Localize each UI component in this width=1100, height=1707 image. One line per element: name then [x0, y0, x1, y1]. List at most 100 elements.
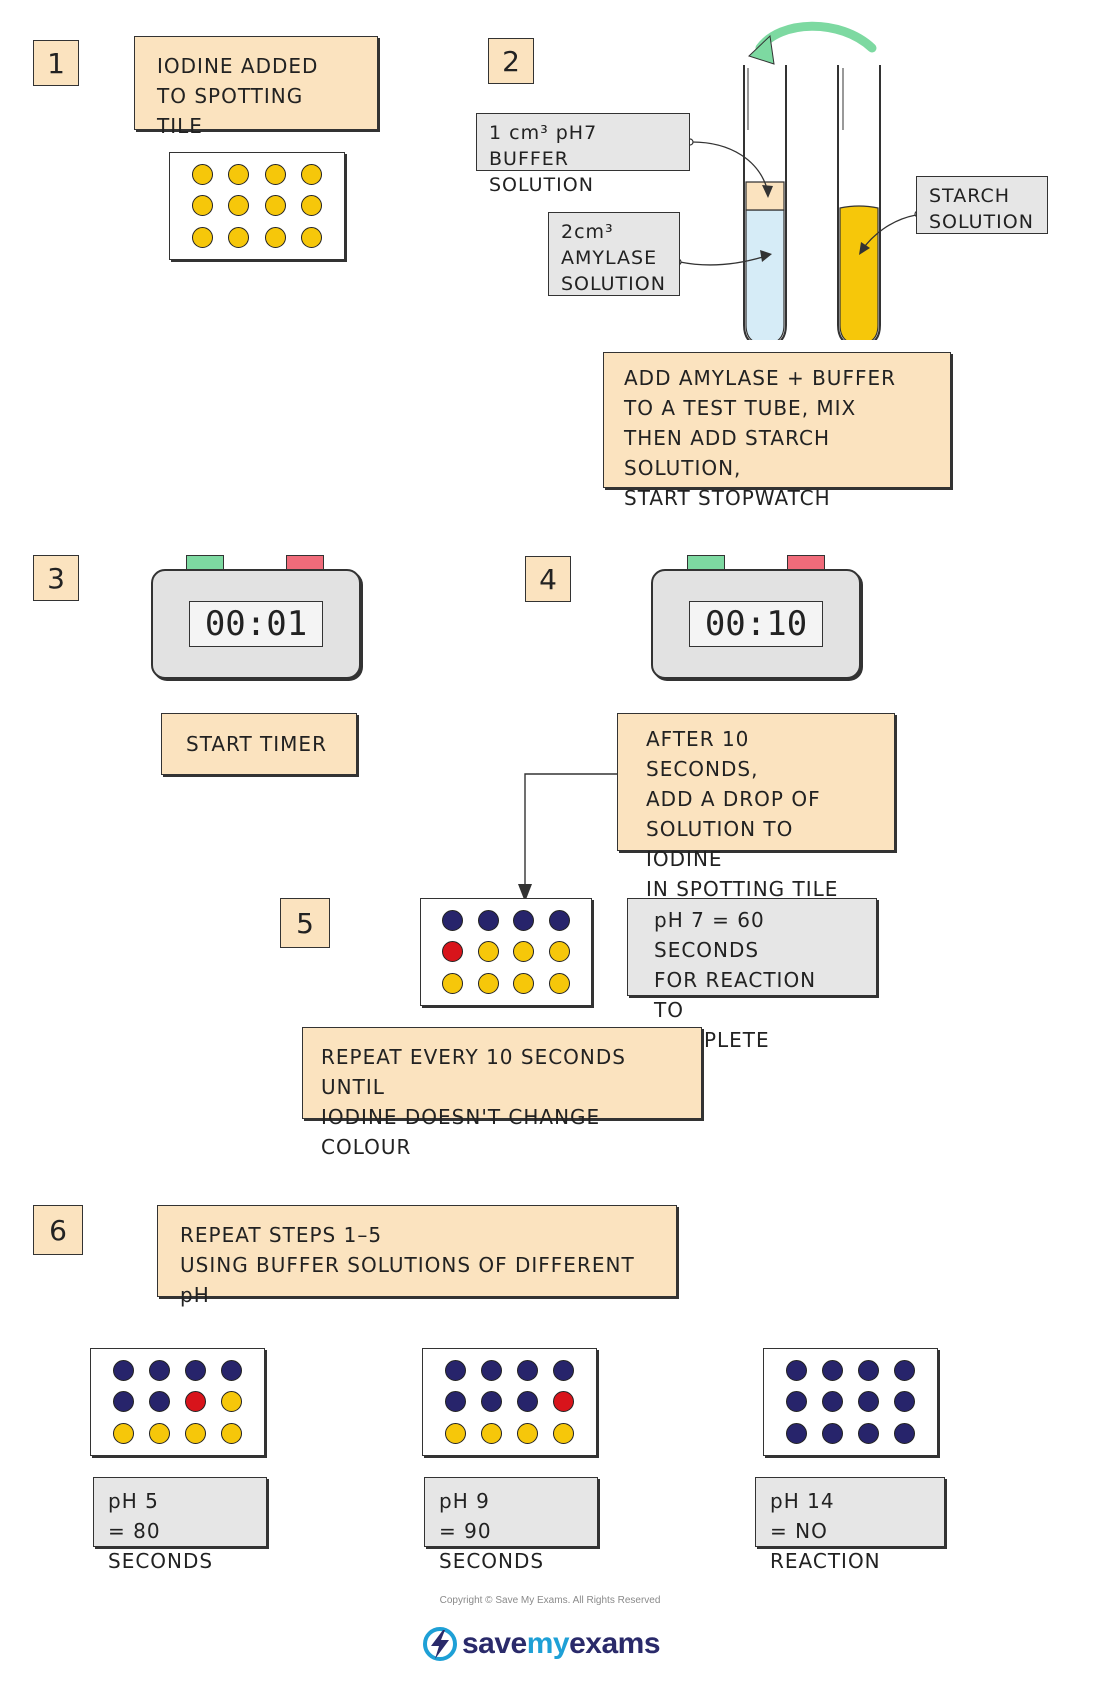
step-2-note: ADD AMYLASE + BUFFER TO A TEST TUBE, MIX… — [603, 352, 951, 510]
step-5-repeat-note: REPEAT EVERY 10 SECONDS UNTIL IODINE DOE… — [302, 1027, 702, 1159]
iodine-yellow-dot — [517, 1422, 539, 1444]
drop-arrow — [518, 773, 617, 902]
step-5-number: 5 — [280, 898, 330, 948]
lightning-bolt-icon — [423, 1627, 457, 1661]
step-3-number: 3 — [33, 555, 79, 601]
iodine-yellow-dot — [477, 972, 499, 994]
iodine-yellow-dot — [477, 941, 499, 963]
iodine-yellow-dot — [264, 195, 286, 217]
stopwatch-display: 00:10 — [689, 601, 823, 647]
starch-solution-label: STARCH SOLUTION — [916, 176, 1048, 234]
amylase-solution-label: 2cm³ AMYLASE SOLUTION — [548, 212, 680, 296]
iodine-yellow-dot — [442, 972, 464, 994]
step-6-number: 6 — [33, 1205, 83, 1255]
blue-black-dot — [858, 1391, 880, 1413]
blue-black-dot — [221, 1360, 243, 1382]
brand-word-my: my — [526, 1627, 570, 1660]
step-1-number: 1 — [33, 40, 79, 86]
ph5-result-label: pH 5 = 80 SECONDS — [93, 1477, 267, 1573]
ph9-result-label: pH 9 = 90 SECONDS — [424, 1477, 598, 1573]
stopwatch-step-3: 00:01 — [151, 569, 361, 679]
blue-black-dot — [517, 1360, 539, 1382]
blue-black-dot — [785, 1422, 807, 1444]
pour-arrow-head-icon — [748, 34, 775, 65]
blue-black-dot — [148, 1391, 170, 1413]
blue-black-dot — [821, 1422, 843, 1444]
stopwatch-display: 00:01 — [189, 601, 323, 647]
spotting-tile-ph14 — [763, 1348, 938, 1456]
blue-black-dot — [821, 1360, 843, 1382]
iodine-yellow-dot — [185, 1422, 207, 1444]
blue-black-dot — [858, 1360, 880, 1382]
blue-black-dot — [148, 1360, 170, 1382]
iodine-yellow-dot — [191, 226, 213, 248]
starch-liquid — [839, 205, 879, 340]
blue-black-dot — [444, 1360, 466, 1382]
iodine-yellow-dot — [191, 195, 213, 217]
blue-black-dot — [894, 1422, 916, 1444]
spotting-tile-step-5 — [420, 898, 592, 1006]
left-test-tube — [743, 65, 787, 340]
blue-black-dot — [517, 1391, 539, 1413]
blue-black-dot — [858, 1422, 880, 1444]
iodine-yellow-dot — [301, 195, 323, 217]
iodine-yellow-dot — [264, 164, 286, 186]
iodine-yellow-dot — [444, 1422, 466, 1444]
red-dot — [442, 941, 464, 963]
iodine-yellow-dot — [548, 941, 570, 963]
iodine-yellow-dot — [191, 164, 213, 186]
blue-black-dot — [442, 910, 464, 932]
spotting-tile-ph5 — [90, 1348, 265, 1456]
blue-black-dot — [185, 1360, 207, 1382]
ph7-result-note: pH 7 = 60 SECONDS FOR REACTION TO COMPLE… — [627, 898, 877, 1052]
step-4-number: 4 — [525, 556, 571, 602]
iodine-yellow-dot — [221, 1422, 243, 1444]
blue-black-dot — [785, 1391, 807, 1413]
buffer-liquid — [745, 181, 785, 211]
iodine-yellow-dot — [480, 1422, 502, 1444]
amylase-liquid — [745, 209, 785, 340]
iodine-yellow-dot — [513, 972, 535, 994]
blue-black-dot — [112, 1391, 134, 1413]
right-test-tube — [837, 65, 881, 340]
blue-black-dot — [894, 1360, 916, 1382]
iodine-yellow-dot — [228, 164, 250, 186]
iodine-yellow-dot — [553, 1422, 575, 1444]
buffer-solution-label: 1 cm³ pH7 BUFFER SOLUTION — [476, 113, 690, 196]
iodine-yellow-dot — [301, 226, 323, 248]
blue-black-dot — [548, 910, 570, 932]
copyright-text: Copyright © Save My Exams. All Rights Re… — [439, 1595, 661, 1606]
blue-black-dot — [821, 1391, 843, 1413]
iodine-yellow-dot — [228, 195, 250, 217]
brand-word-save: save — [462, 1627, 527, 1660]
blue-black-dot — [112, 1360, 134, 1382]
iodine-yellow-dot — [301, 164, 323, 186]
step-2-number: 2 — [488, 38, 534, 84]
ph14-result-label: pH 14 = NO REACTION — [755, 1477, 945, 1573]
blue-black-dot — [444, 1391, 466, 1413]
iodine-yellow-dot — [513, 941, 535, 963]
red-dot — [553, 1391, 575, 1413]
step-1-note: IODINE ADDED TO SPOTTING TILE — [134, 36, 378, 138]
iodine-yellow-dot — [221, 1391, 243, 1413]
brand-word-exams: exams — [569, 1627, 661, 1660]
pour-arrow-icon — [755, 21, 877, 53]
brand-logo: savemyexams — [422, 1622, 682, 1666]
iodine-yellow-dot — [228, 226, 250, 248]
blue-black-dot — [480, 1391, 502, 1413]
step-6-note: REPEAT STEPS 1–5 USING BUFFER SOLUTIONS … — [157, 1205, 677, 1307]
blue-black-dot — [785, 1360, 807, 1382]
stopwatch-step-4: 00:10 — [651, 569, 861, 679]
blue-black-dot — [553, 1360, 575, 1382]
iodine-yellow-dot — [148, 1422, 170, 1444]
blue-black-dot — [894, 1391, 916, 1413]
iodine-yellow-dot — [548, 972, 570, 994]
spotting-tile-step-1 — [169, 152, 345, 260]
red-dot — [185, 1391, 207, 1413]
step-4-note: AFTER 10 SECONDS, ADD A DROP OF SOLUTION… — [617, 713, 895, 901]
blue-black-dot — [477, 910, 499, 932]
blue-black-dot — [480, 1360, 502, 1382]
blue-black-dot — [513, 910, 535, 932]
spotting-tile-ph9 — [422, 1348, 597, 1456]
step-3-note: START TIMER — [161, 713, 357, 775]
